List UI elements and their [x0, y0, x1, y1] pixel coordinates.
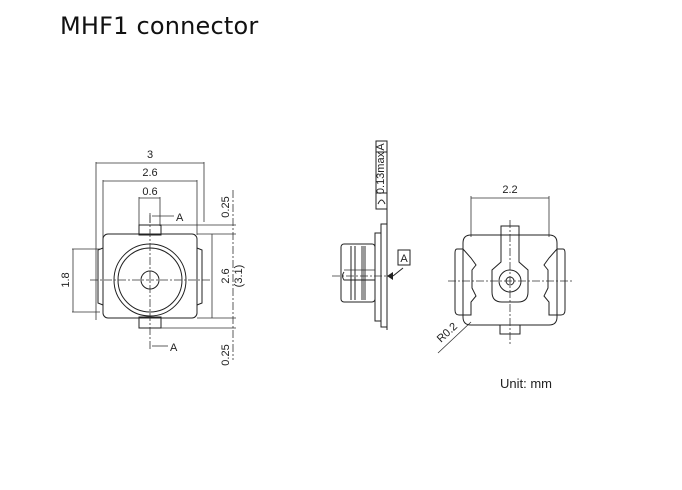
dim-height-ref: (3.1) — [233, 265, 245, 288]
dim-top-tab: 0.25 — [220, 196, 232, 217]
drawing-title: MHF1 connector — [60, 12, 259, 40]
dim-bottom-tab: 0.25 — [220, 344, 232, 365]
dim-height: 2.6 — [220, 268, 232, 283]
unit-label: Unit: mm — [500, 376, 552, 391]
front-view: 3 2.6 0.6 A A — [60, 149, 245, 366]
section-label-top: A — [176, 212, 184, 224]
tolerance-datum: A — [375, 143, 387, 151]
side-view: 0.13max A A — [332, 140, 411, 330]
datum-label: A — [400, 253, 408, 265]
tolerance-value: 0.13max — [375, 151, 387, 194]
dim-inner-width: 2.6 — [142, 167, 157, 179]
dim-width: 2.2 — [502, 184, 517, 196]
dim-left-height: 1.8 — [60, 272, 72, 287]
dim-overall-width: 3 — [147, 149, 153, 161]
back-view: 2.2 R0.2 — [435, 184, 572, 354]
section-label-bottom: A — [170, 342, 178, 354]
radius-label: R0.2 — [435, 321, 460, 346]
dim-tab-width: 0.6 — [142, 186, 157, 198]
